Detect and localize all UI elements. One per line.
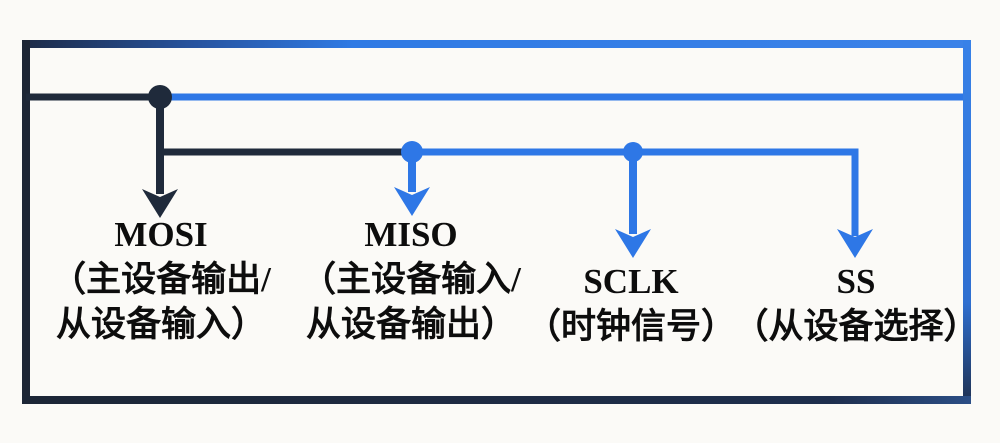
- signal-name: SS: [836, 262, 876, 301]
- signal-desc-line: （时钟信号）: [525, 307, 736, 346]
- signal-desc-line: （主设备输出/: [51, 260, 271, 299]
- signal-label-ss: SS （从设备选择）: [691, 259, 1000, 349]
- ss-arrowhead-icon: [837, 229, 873, 258]
- miso-junction-dot: [401, 141, 423, 163]
- mosi-junction-dot: [148, 85, 172, 109]
- signal-name: MOSI: [114, 215, 208, 254]
- signal-label-miso: MISO （主设备输入/ 从设备输出）: [246, 212, 576, 347]
- sclk-arrowhead-icon: [615, 229, 651, 258]
- signal-label-mosi: MOSI （主设备输出/ 从设备输入）: [0, 212, 326, 347]
- sclk-junction-dot: [623, 142, 643, 162]
- signal-label-sclk: SCLK （时钟信号）: [466, 259, 796, 349]
- signal-name: SCLK: [583, 262, 679, 301]
- signal-name: MISO: [364, 215, 458, 254]
- signal-desc-line: （从设备选择）: [733, 307, 979, 346]
- signal-desc-line: （主设备输入/: [301, 260, 521, 299]
- mosi-arrowhead-icon: [142, 189, 178, 218]
- bus-line-lower-blue: [412, 148, 859, 236]
- signal-desc-line: 从设备输出）: [305, 305, 516, 344]
- signal-desc-line: 从设备输入）: [55, 305, 266, 344]
- miso-arrowhead-icon: [394, 187, 430, 216]
